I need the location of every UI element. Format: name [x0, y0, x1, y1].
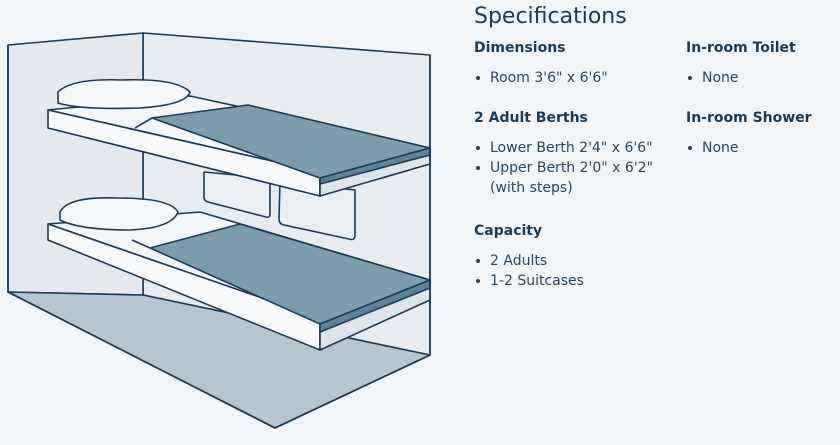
step-upper — [278, 181, 356, 241]
dimensions-list: Room 3'6" x 6'6" — [474, 68, 608, 88]
toilet-heading: In-room Toilet — [686, 40, 796, 56]
list-item: Lower Berth 2'4" x 6'6" — [474, 138, 653, 158]
step-lower — [203, 171, 271, 218]
capacity-list: 2 Adults 1-2 Suitcases — [474, 251, 584, 291]
shower-list: None — [686, 138, 812, 158]
toilet-list: None — [686, 68, 796, 88]
list-item: 2 Adults — [474, 251, 584, 271]
lower-pillow — [59, 196, 179, 231]
upper-pillow — [57, 78, 191, 110]
toilet-section: In-room Toilet None — [686, 40, 796, 88]
capacity-heading: Capacity — [474, 223, 543, 239]
capacity-section: Capacity 2 Adults 1-2 Suitcases — [474, 223, 584, 291]
list-item: Upper Berth 2'0" x 6'2" — [474, 158, 653, 178]
dimensions-heading: Dimensions — [474, 40, 566, 56]
cabin-illustration — [7, 32, 431, 429]
berths-list: Lower Berth 2'4" x 6'6" Upper Berth 2'0"… — [474, 138, 653, 198]
shower-section: In-room Shower None — [686, 110, 812, 158]
list-item: None — [686, 68, 796, 88]
page-title: Specifications — [474, 4, 627, 29]
list-item: None — [686, 138, 812, 158]
list-item: Room 3'6" x 6'6" — [474, 68, 608, 88]
berths-heading: 2 Adult Berths — [474, 110, 588, 126]
berths-section: 2 Adult Berths Lower Berth 2'4" x 6'6" U… — [474, 110, 653, 198]
list-item-continuation: (with steps) — [490, 180, 573, 196]
specifications-panel: Specifications Dimensions Room 3'6" x 6'… — [474, 0, 840, 445]
list-item: 1-2 Suitcases — [474, 271, 584, 291]
dimensions-section: Dimensions Room 3'6" x 6'6" — [474, 40, 608, 88]
shower-heading: In-room Shower — [686, 110, 812, 126]
